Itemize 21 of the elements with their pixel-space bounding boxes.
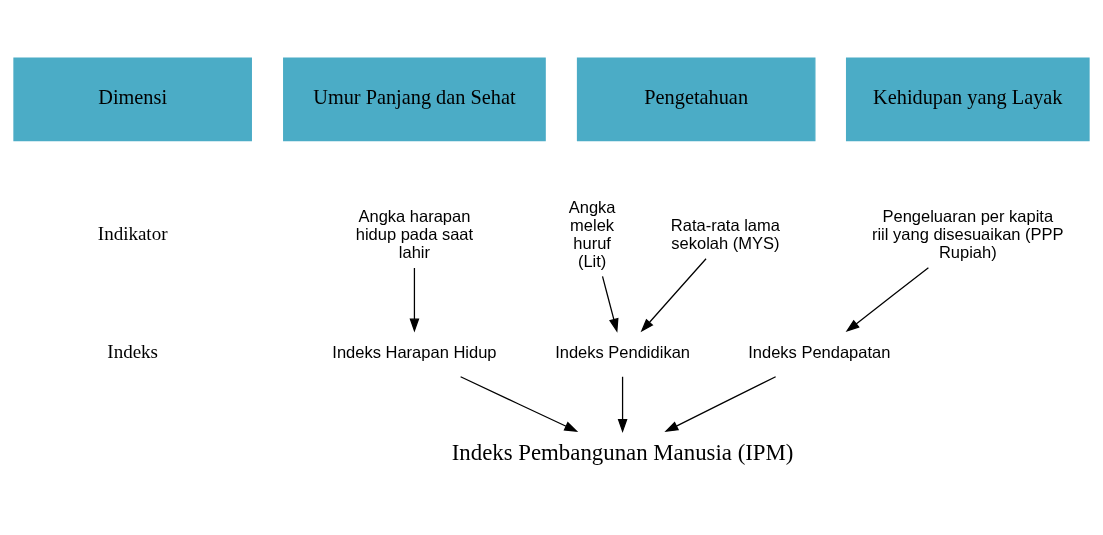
- arrow: [664, 376, 777, 433]
- node-box: Pengetahuan: [576, 57, 816, 142]
- arrow: [409, 267, 420, 333]
- label: Indikator: [97, 223, 168, 245]
- node-text: Angka harapan hidup pada saat lahir: [355, 207, 474, 261]
- label: Indeks: [107, 341, 159, 363]
- arrow: [601, 275, 619, 333]
- node-text: Rata-rata lama sekolah (MYS): [670, 216, 780, 252]
- node-text: Angka melek huruf (Lit): [568, 198, 616, 270]
- node-text: Indeks Pendapatan: [748, 343, 891, 362]
- node-text: Pengeluaran per kapita riil yang disesuaikan (PPP Rupiah): [871, 207, 1064, 261]
- node-text: Indeks Pembangunan Manusia (IPM): [451, 439, 794, 465]
- node-box: Kehidupan yang Layak: [845, 57, 1090, 142]
- arrow: [640, 258, 707, 333]
- arrow: [460, 376, 579, 432]
- arrow: [845, 267, 930, 333]
- node-box: Umur Panjang dan Sehat: [283, 57, 546, 142]
- node-box: Dimensi: [13, 57, 252, 142]
- node-text: Indeks Harapan Hidup: [332, 343, 497, 362]
- node-text: Indeks Pendidikan: [555, 343, 691, 362]
- arrow: [617, 376, 628, 434]
